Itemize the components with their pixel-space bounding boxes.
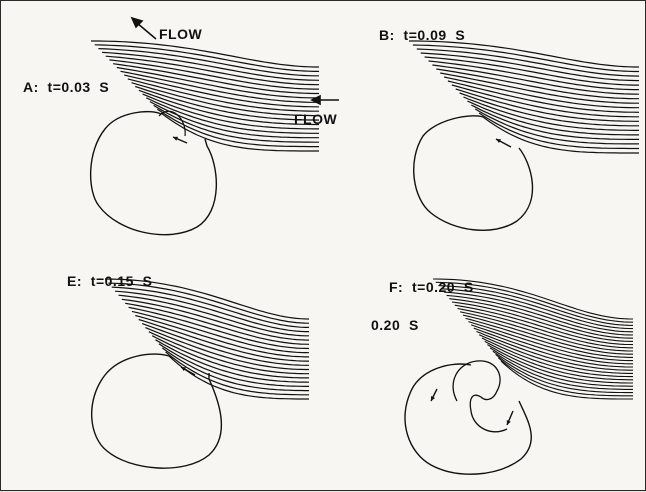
panel-f — [405, 279, 633, 474]
streamline — [417, 49, 639, 76]
vortex-arrow-icon — [507, 411, 513, 425]
panel-a — [91, 41, 319, 235]
panel-b — [409, 41, 639, 230]
panel-e — [92, 279, 309, 468]
streamline — [115, 291, 309, 331]
aneurysm-wall — [91, 112, 217, 235]
flow-label-top: FLOW — [159, 26, 202, 42]
aneurysm-wall — [405, 364, 531, 474]
streamline — [455, 305, 633, 344]
vortex-arrow-icon — [431, 389, 437, 401]
vortex-arrow-icon — [496, 139, 511, 147]
flow-label-right: FLOW — [294, 111, 337, 127]
streamline — [112, 287, 309, 327]
panel-a-label: A: t=0.03 S — [23, 79, 109, 95]
panel-b-label: B: t=0.09 S — [379, 27, 465, 43]
flow-arrow-icon — [312, 96, 339, 104]
vortex-arrow-icon — [173, 137, 187, 143]
aneurysm-wall — [414, 116, 533, 230]
vortex-core — [453, 361, 507, 432]
panel-e-label: E: t=0.15 S — [67, 273, 152, 289]
flow-arrow-icon — [132, 18, 156, 39]
panel-f-label: F: t=0.20 S — [389, 279, 474, 295]
streamline — [466, 318, 633, 357]
streamline — [156, 340, 310, 382]
panel-f-sublabel: 0.20 S — [371, 317, 419, 333]
